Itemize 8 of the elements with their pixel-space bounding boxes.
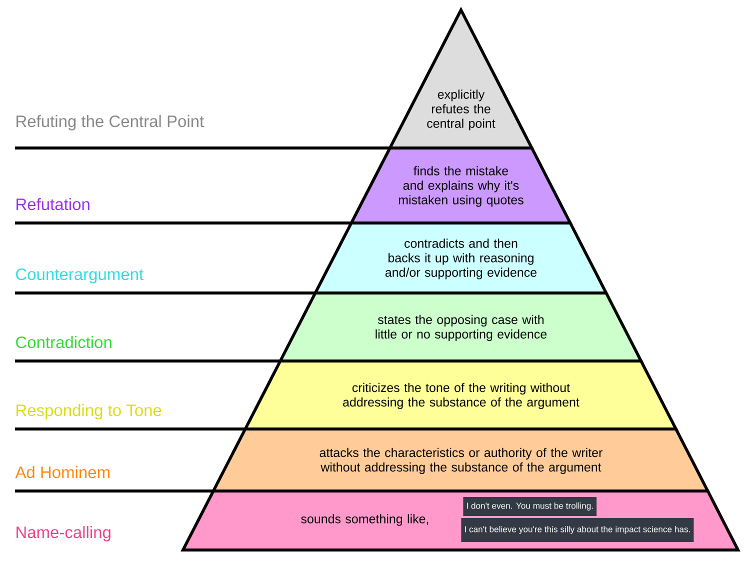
speech-caption: I don't even. You must be trolling. xyxy=(463,496,597,516)
level-label: Ad Hominem xyxy=(15,466,110,478)
level-label: Counterargument xyxy=(16,268,144,284)
level-label: Refutation xyxy=(16,198,90,210)
level-label: Responding to Tone xyxy=(16,404,162,420)
level-label: Contradiction xyxy=(16,336,112,348)
level-label: Refuting the Central Point xyxy=(16,115,204,130)
level-label: Name-calling xyxy=(16,526,110,542)
